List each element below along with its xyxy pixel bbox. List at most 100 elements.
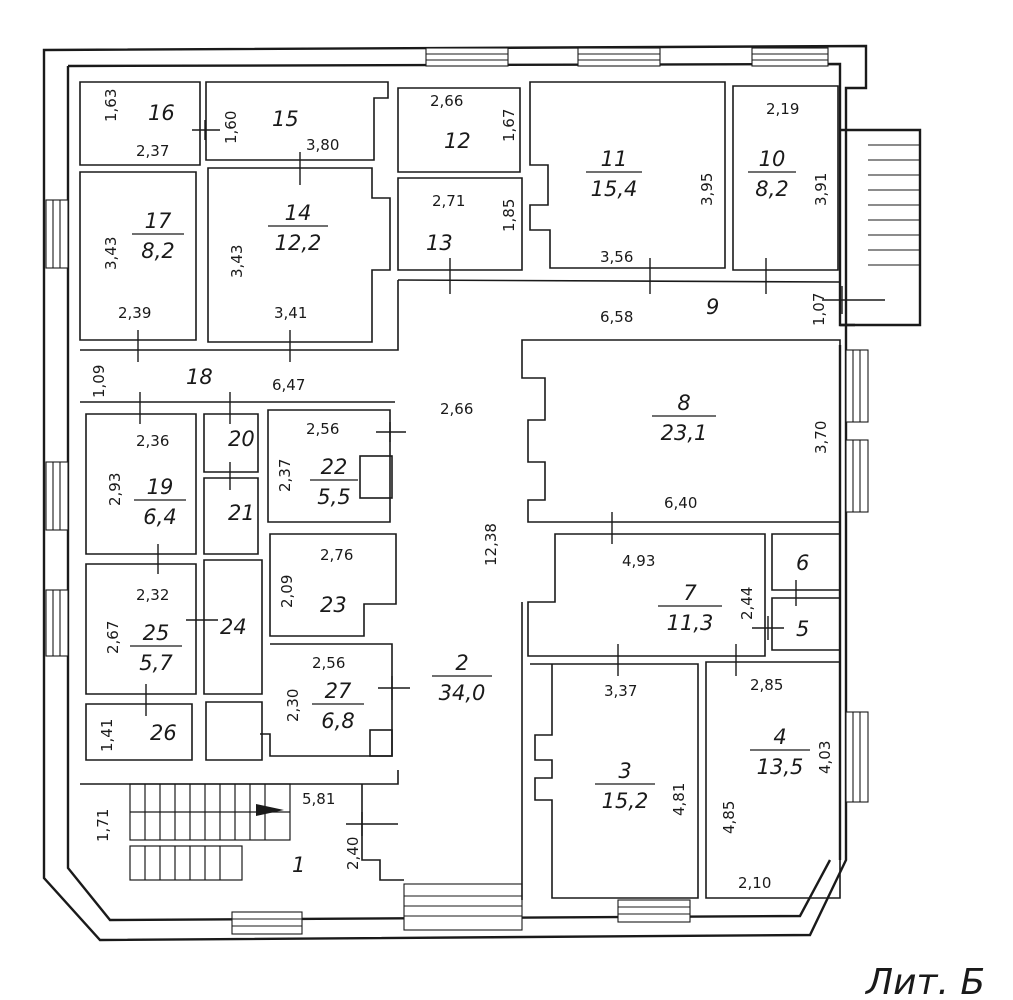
room-27-number: 27 <box>325 679 352 703</box>
room-3-number: 3 <box>618 759 631 783</box>
dimension-label: 3,37 <box>604 682 637 700</box>
room-12-number: 12 <box>444 129 471 153</box>
dimension-label: 2,56 <box>312 654 345 672</box>
interior-walls <box>79 81 841 900</box>
dimension-label: 1,07 <box>810 293 828 326</box>
dimension-label: 1,60 <box>222 111 240 144</box>
dimension-label: 4,85 <box>720 801 738 834</box>
room-14-number: 14 <box>285 201 312 225</box>
window <box>231 911 303 935</box>
windows <box>45 47 869 935</box>
room-25-area: 5,7 <box>139 651 173 675</box>
dimension-label: 1,85 <box>500 199 518 232</box>
room-18-number: 18 <box>186 365 213 389</box>
room-20-number: 20 <box>228 427 255 451</box>
room-16-number: 16 <box>148 101 175 125</box>
dimension-label: 1,41 <box>98 719 116 752</box>
room-19-area: 6,4 <box>143 505 176 529</box>
room-17-area: 8,2 <box>141 239 174 263</box>
dimension-label: 1,63 <box>102 89 120 122</box>
doors <box>137 120 885 836</box>
window <box>617 899 691 923</box>
dimension-label: 2,37 <box>276 459 294 492</box>
room-26-number: 26 <box>150 721 177 745</box>
dimension-label: 6,40 <box>664 494 697 512</box>
window <box>425 47 509 67</box>
dimension-labels: 1,63 2,37 1,60 3,80 2,66 1,67 2,19 3,91 … <box>90 89 834 892</box>
dimension-label: 2,66 <box>440 400 473 418</box>
dimension-label: 2,85 <box>750 676 783 694</box>
window <box>845 711 869 803</box>
room-8-number: 8 <box>677 391 690 415</box>
window <box>45 589 69 657</box>
room-23-number: 23 <box>320 593 347 617</box>
window <box>577 47 661 67</box>
room-19-number: 19 <box>147 475 174 499</box>
room-17-number: 17 <box>145 209 172 233</box>
window <box>403 883 523 931</box>
dimension-label: 4,03 <box>816 741 834 774</box>
room-22-number: 22 <box>321 455 348 479</box>
dimension-label: 2,76 <box>320 546 353 564</box>
room-21-number: 21 <box>228 501 255 525</box>
window <box>45 461 69 531</box>
dimension-label: 2,36 <box>136 432 169 450</box>
room-13-number: 13 <box>426 231 453 255</box>
dimension-label: 2,37 <box>136 142 169 160</box>
dimension-label: 3,41 <box>274 304 307 322</box>
room-6-number: 6 <box>796 551 809 575</box>
dimension-label: 2,10 <box>738 874 771 892</box>
room-27-area: 6,8 <box>321 709 354 733</box>
room-2-number: 2 <box>455 651 468 675</box>
entrance-steps <box>868 144 920 266</box>
dimension-label: 3,80 <box>306 136 339 154</box>
room-9-number: 9 <box>706 295 719 319</box>
dimension-label: 6,58 <box>600 308 633 326</box>
room-labels: 1 2 34,0 3 15,2 4 13,5 5 6 7 11,3 8 23,1… <box>130 101 810 877</box>
dimension-label: 5,81 <box>302 790 335 808</box>
dimension-label: 4,93 <box>622 552 655 570</box>
room-2-area: 34,0 <box>439 681 486 705</box>
dimension-label: 3,70 <box>812 421 830 454</box>
room-7-number: 7 <box>683 581 697 605</box>
room-24-number: 24 <box>220 615 247 639</box>
dimension-label: 4,81 <box>670 783 688 816</box>
dimension-label: 2,93 <box>106 473 124 506</box>
room-22-area: 5,5 <box>317 485 350 509</box>
room-11-number: 11 <box>601 147 628 171</box>
dimension-label: 1,09 <box>90 365 108 398</box>
window <box>845 349 869 423</box>
room-14-area: 12,2 <box>275 231 322 255</box>
window <box>45 199 69 269</box>
dimension-label: 2,67 <box>104 621 122 654</box>
dimension-label: 3,91 <box>812 173 830 206</box>
room-8-area: 23,1 <box>661 421 708 445</box>
room-7-area: 11,3 <box>667 611 714 635</box>
dimension-label: 2,09 <box>278 575 296 608</box>
staircase <box>129 783 291 881</box>
room-5-number: 5 <box>796 617 809 641</box>
dimension-label: 3,95 <box>698 173 716 206</box>
dimension-label: 3,56 <box>600 248 633 266</box>
dimension-label: 2,66 <box>430 92 463 110</box>
dimension-label: 2,40 <box>344 837 362 870</box>
window <box>845 439 869 513</box>
dimension-label: 6,47 <box>272 376 305 394</box>
room-11-area: 15,4 <box>591 177 638 201</box>
dimension-label: 2,71 <box>432 192 465 210</box>
window <box>751 47 829 67</box>
caption: Лит. Б <box>864 962 985 1000</box>
dimension-label: 1,67 <box>500 109 518 142</box>
dimension-label: 2,19 <box>766 100 799 118</box>
room-10-area: 8,2 <box>755 177 788 201</box>
dimension-label: 1,71 <box>94 809 112 842</box>
dimension-label: 3,43 <box>228 245 246 278</box>
room-4-area: 13,5 <box>757 755 804 779</box>
dimension-label: 2,30 <box>284 689 302 722</box>
dimension-label: 12,38 <box>482 523 500 566</box>
dimension-label: 3,43 <box>102 237 120 270</box>
room-3-area: 15,2 <box>602 789 649 813</box>
room-4-number: 4 <box>773 725 786 749</box>
dimension-label: 2,32 <box>136 586 169 604</box>
